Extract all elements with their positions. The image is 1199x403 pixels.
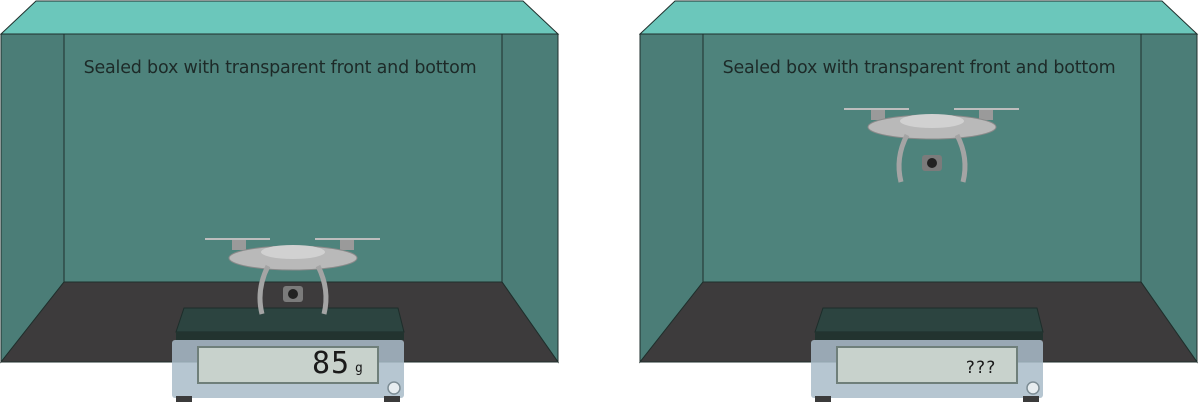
box-panel-hovering: Sealed box with transparent front and bo… [639, 0, 1199, 403]
box-caption: Sealed box with transparent front and bo… [83, 58, 477, 78]
scale-button[interactable] [1026, 381, 1040, 395]
box-illustration [0, 0, 560, 402]
box-top-face [639, 0, 1199, 35]
scale-reading: ??? [965, 358, 996, 378]
drone-landed [205, 238, 380, 315]
drone-hovering [844, 108, 1019, 183]
kitchen-scale [811, 307, 1044, 402]
scale-display [197, 346, 379, 384]
scale-display [836, 346, 1018, 384]
scale-unit: g [355, 361, 363, 376]
box-panel-landed: Sealed box with transparent front and bo… [0, 0, 560, 403]
box-back-wall [63, 33, 503, 283]
scale-reading: 85 [312, 346, 351, 381]
box-caption: Sealed box with transparent front and bo… [722, 58, 1116, 78]
kitchen-scale [172, 307, 405, 402]
box-top-face [0, 0, 560, 35]
scale-button[interactable] [387, 381, 401, 395]
box-illustration [639, 0, 1199, 402]
